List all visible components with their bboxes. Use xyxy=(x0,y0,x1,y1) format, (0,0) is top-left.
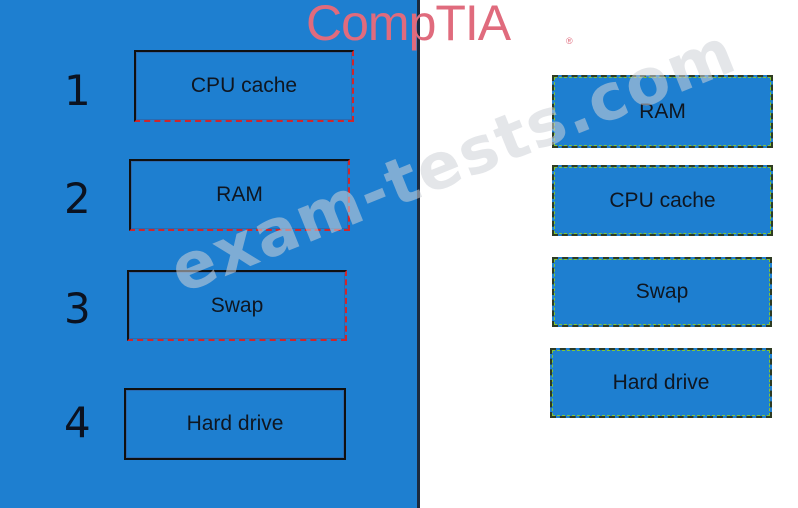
slot-number-3: 3 xyxy=(64,284,91,333)
option-3-label: Swap xyxy=(635,280,689,303)
slot-number-4: 4 xyxy=(64,398,91,447)
slot-2-label: RAM xyxy=(216,183,263,206)
drag-option-cpu-cache[interactable]: CPU cache xyxy=(552,165,773,236)
drop-slot-2[interactable]: RAM xyxy=(129,159,350,231)
option-1-label: RAM xyxy=(639,99,686,123)
slot-3-label: Swap xyxy=(210,293,264,317)
slot-number-2: 2 xyxy=(64,174,91,223)
slot-4-label: Hard drive xyxy=(186,412,284,435)
comptia-logo: CompTIA xyxy=(306,0,511,52)
slot-1-label: CPU cache xyxy=(190,74,298,97)
drag-option-swap[interactable]: Swap xyxy=(552,257,772,327)
drag-option-hard-drive[interactable]: Hard drive xyxy=(550,348,772,418)
brand-name: CompTIA xyxy=(306,0,511,51)
option-4-label: Hard drive xyxy=(612,371,710,394)
slot-number-1: 1 xyxy=(64,66,91,115)
drop-slot-1[interactable]: CPU cache xyxy=(134,50,354,122)
drop-slot-4[interactable]: Hard drive xyxy=(124,388,346,460)
drop-slot-3[interactable]: Swap xyxy=(127,270,347,341)
option-2-label: CPU cache xyxy=(609,188,716,212)
registered-mark: ® xyxy=(566,36,573,46)
drag-option-ram[interactable]: RAM xyxy=(552,75,773,148)
